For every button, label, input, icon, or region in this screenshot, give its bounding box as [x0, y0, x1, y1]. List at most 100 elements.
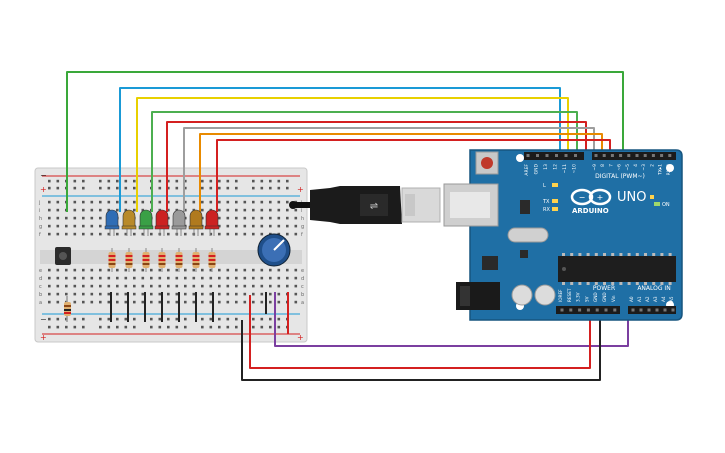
digital-pin-label: ~10 [572, 164, 578, 174]
row-letter: d [39, 276, 42, 282]
model-label: UNO [617, 190, 646, 205]
digital-pin-label: ~11 [562, 164, 568, 174]
capacitor-1 [511, 284, 533, 306]
led[interactable] [171, 209, 187, 236]
row-letter: g [39, 224, 42, 230]
logo-plus-icon: + [597, 193, 604, 202]
led[interactable] [138, 209, 154, 236]
resistor[interactable] [192, 248, 200, 272]
led[interactable] [104, 209, 120, 236]
row-letter: h [39, 216, 42, 222]
power-pin-label: GND [593, 292, 598, 302]
chip-pins [562, 253, 672, 285]
rail-plus-bottom-right: + [297, 333, 304, 342]
wire-purple [274, 295, 629, 347]
led-row[interactable] [104, 209, 220, 236]
resistor[interactable] [175, 248, 183, 272]
breadboard-jumpers [110, 292, 267, 322]
crystal-oscillator [507, 227, 549, 243]
led[interactable] [121, 209, 137, 236]
digital-pin-label: ~5 [625, 164, 631, 171]
status-led-label: TX [542, 199, 550, 205]
usb-icon: ⇌ [370, 201, 378, 212]
row-letter: j [38, 200, 40, 206]
row-letter: c [39, 284, 42, 290]
analog-pin-label: A1 [637, 296, 642, 302]
power-pin-label: Vin [611, 295, 616, 302]
wire-gray [183, 127, 595, 212]
logo-minus-icon: − [579, 193, 586, 202]
row-letter: a [39, 300, 42, 306]
rail-plus-bottom-left: + [40, 333, 47, 342]
row-letter: i [39, 208, 40, 214]
digital-pin-label: TX▸1 [658, 164, 664, 176]
digital-pin-label: GND [534, 163, 540, 174]
reset-button-cap[interactable] [481, 157, 493, 169]
capacitor-2 [534, 284, 556, 306]
analog-pin-label: A2 [645, 296, 650, 302]
digital-header-label: DIGITAL (PWM~) [595, 173, 645, 180]
wire-green-outer [66, 71, 624, 212]
digital-pin-label: 13 [543, 164, 549, 170]
wire-red-2 [216, 139, 611, 212]
status-led-label: RX [543, 207, 550, 213]
digital-pin-label: 2 [649, 164, 655, 167]
resistor[interactable] [208, 248, 216, 272]
rail-minus-bottom-left: − [40, 315, 47, 324]
row-letter: i [301, 208, 302, 214]
row-letter: c [301, 284, 304, 290]
wire-red-bottom [249, 295, 591, 369]
pushbutton[interactable] [55, 247, 71, 265]
row-letter: b [301, 292, 304, 298]
led[interactable] [204, 209, 220, 236]
resistor[interactable] [125, 248, 133, 272]
pulldown-resistor[interactable] [64, 296, 71, 322]
led[interactable] [154, 209, 170, 236]
usb-cable[interactable]: ⇌ [289, 186, 441, 224]
led[interactable] [188, 209, 204, 236]
power-pin-label: 3.3V [576, 292, 581, 302]
row-letter: b [39, 292, 42, 298]
row-letter: g [301, 224, 304, 230]
resistor[interactable] [108, 248, 116, 272]
power-pin-label: 5V [584, 296, 589, 302]
rail-plus-top-left: + [40, 185, 47, 194]
digital-pin-label: 7 [608, 164, 614, 167]
on-label: ON [662, 202, 670, 208]
arduino-logo: − + [570, 188, 612, 206]
row-letter: f [301, 232, 303, 238]
digital-header-low [524, 152, 584, 160]
resistor-row[interactable] [108, 248, 216, 272]
row-letter: d [301, 276, 304, 282]
power-pin-label: IOREF [558, 289, 563, 302]
resistor[interactable] [142, 248, 150, 272]
voltage-regulator [482, 256, 498, 270]
analog-header [628, 306, 676, 314]
row-letter: a [301, 300, 304, 306]
digital-header-high [592, 152, 676, 160]
digital-pin-label: 12 [553, 164, 559, 170]
analog-pin-label: A5 [669, 296, 674, 302]
brand-label: ARDUINO [572, 207, 609, 215]
potentiometer[interactable] [257, 233, 291, 267]
analog-header-label: ANALOG IN [637, 285, 670, 292]
power-pin-label: GND [602, 292, 607, 302]
wires [66, 71, 629, 381]
row-letter: e [301, 268, 304, 274]
status-leds: L TX RX [542, 183, 558, 213]
power-pin-label: RESET [567, 288, 572, 302]
status-led-label: L [543, 183, 546, 189]
analog-pin-label: A0 [629, 296, 634, 302]
resistor[interactable] [158, 248, 166, 272]
wire-orange [199, 133, 603, 212]
digital-pin-label: RX◂0 [666, 164, 672, 175]
power-header-label: POWER [593, 285, 615, 292]
digital-pin-label: ~3 [641, 164, 647, 171]
